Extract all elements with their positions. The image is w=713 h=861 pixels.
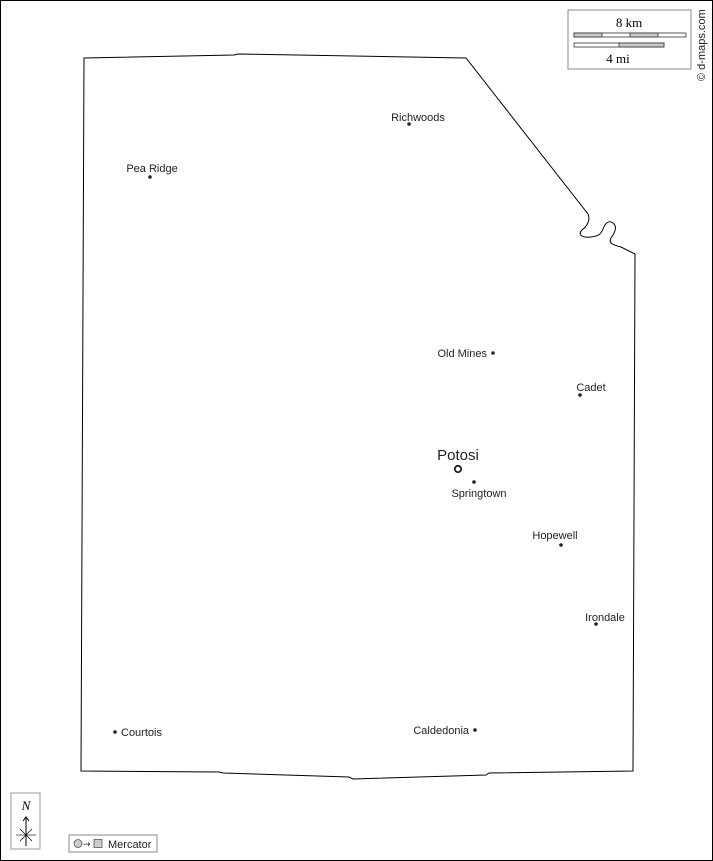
svg-text:Courtois: Courtois [121,727,162,739]
svg-text:Hopewell: Hopewell [532,530,577,542]
svg-text:Richwoods: Richwoods [391,112,445,124]
place-richwoods: Richwoods [391,112,445,126]
place-springtown: Springtown [451,480,507,500]
svg-text:N: N [21,798,32,813]
projection-legend: → Mercator [68,834,158,853]
compass: N [10,792,41,850]
place-irondale: Irondale [585,612,625,626]
svg-text:Cadet: Cadet [576,382,605,394]
svg-text:Irondale: Irondale [585,612,625,624]
place-pea-ridge: Pea Ridge [126,163,178,179]
svg-text:→: → [83,840,91,850]
place-cadet: Cadet [576,382,606,397]
svg-text:Caldedonia: Caldedonia [413,725,470,737]
svg-text:Mercator: Mercator [108,839,152,851]
svg-text:Potosi: Potosi [437,447,479,464]
svg-text:4 mi: 4 mi [606,51,630,66]
scale-bar: 8 km 4 mi [567,9,692,70]
svg-text:Springtown: Springtown [451,488,506,500]
place-caldedonia: Caldedonia [413,725,477,737]
svg-text:Old Mines: Old Mines [437,348,487,360]
county-boundary [80,53,636,780]
svg-text:8 km: 8 km [616,15,642,30]
svg-text:Pea Ridge: Pea Ridge [126,163,177,175]
credit-text: © d-maps.com [696,9,708,81]
place-hopewell: Hopewell [532,530,578,547]
place-old-mines: Old Mines [437,348,495,360]
place-potosi: Potosi [437,447,479,474]
place-courtois: Courtois [113,727,162,739]
